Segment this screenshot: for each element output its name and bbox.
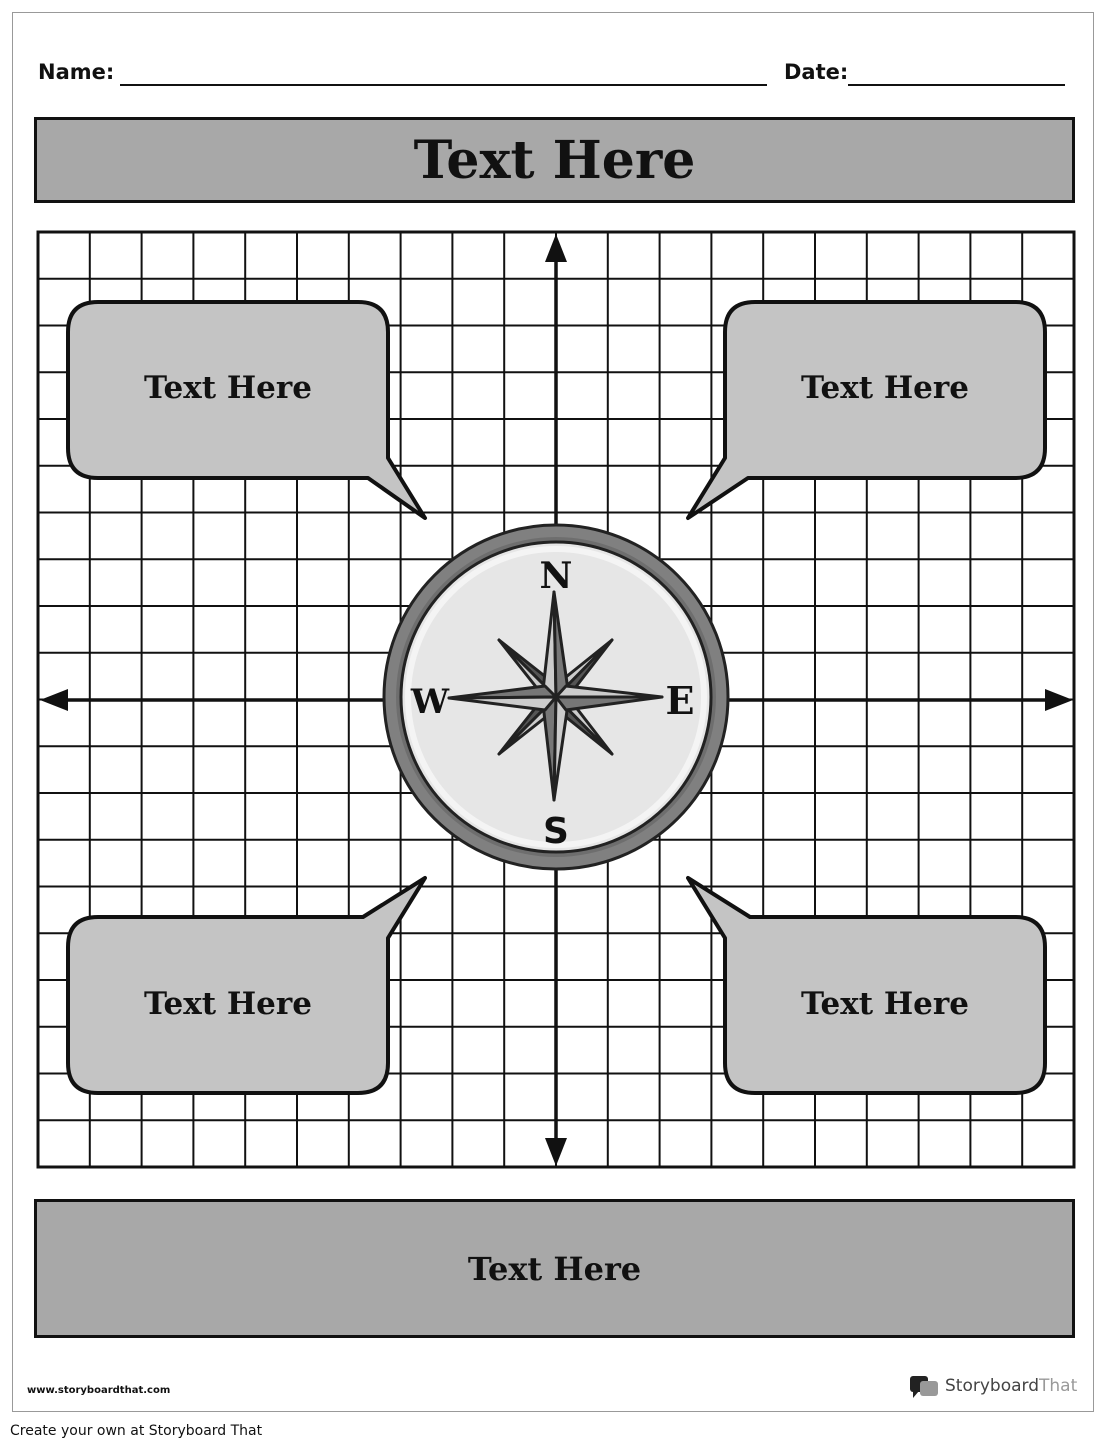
- arrow-up-icon: [545, 234, 567, 262]
- compass-west-label: W: [410, 682, 450, 722]
- brand-accent: That: [1039, 1376, 1078, 1396]
- compass-rose-icon: [447, 590, 664, 802]
- speech-bubble-top-left: [66, 300, 427, 520]
- storyboardthat-brand: StoryboardThat: [945, 1376, 1077, 1396]
- speech-bubble-bottom-right: [686, 876, 1047, 1095]
- bubble-text-top-left[interactable]: Text Here: [144, 370, 312, 406]
- compass-icon: N S E W: [382, 523, 730, 871]
- name-label: Name:: [38, 60, 115, 84]
- date-label: Date:: [784, 60, 849, 84]
- arrow-left-icon: [40, 689, 68, 711]
- brand-main: Storyboard: [945, 1376, 1039, 1396]
- date-field[interactable]: [848, 84, 1065, 86]
- arrow-down-icon: [545, 1138, 567, 1166]
- grid-border: [36, 230, 1076, 1169]
- arrow-right-icon: [1045, 689, 1073, 711]
- bubble-text-bottom-right[interactable]: Text Here: [801, 986, 969, 1022]
- compass-north-label: N: [540, 555, 573, 597]
- title-box[interactable]: Text Here: [34, 117, 1075, 203]
- compass-east-label: E: [666, 678, 695, 723]
- create-your-own-link[interactable]: Create your own at Storyboard That: [10, 1423, 263, 1439]
- speech-bubble-top-right: [686, 300, 1047, 520]
- name-field[interactable]: [120, 84, 767, 86]
- speech-bubble-bottom-left: [66, 876, 427, 1095]
- compass-south-label: S: [543, 811, 569, 852]
- bottom-text-box[interactable]: Text Here: [34, 1199, 1075, 1338]
- bubble-text-bottom-left[interactable]: Text Here: [144, 986, 312, 1022]
- storyboardthat-logo-icon: [910, 1376, 938, 1398]
- bubble-text-top-right[interactable]: Text Here: [801, 370, 969, 406]
- footer-url[interactable]: www.storyboardthat.com: [27, 1385, 171, 1396]
